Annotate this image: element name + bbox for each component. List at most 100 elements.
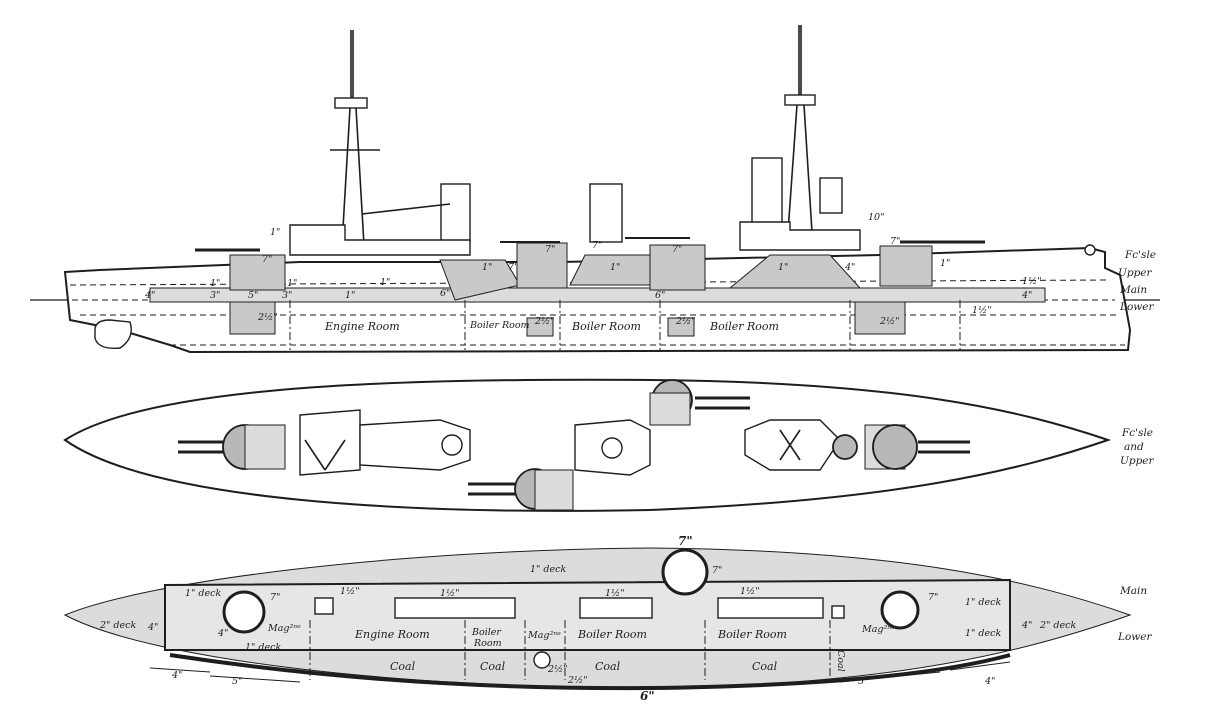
profile-armor-label: 7" <box>545 244 555 255</box>
profile-armor-label: 4" <box>144 290 155 301</box>
plan-armor-label: 2½" <box>547 664 568 675</box>
profile-armor-label: 10" <box>868 212 884 223</box>
p-turret-barbette <box>516 242 568 289</box>
profile-armor-label: 2½" <box>534 316 555 327</box>
profile-armor-label: 7" <box>508 262 518 273</box>
plan-magazine-label: Mag²ⁿᵉ <box>861 624 895 635</box>
profile-armor-label: 3" <box>282 290 292 301</box>
forward-magazine-armor <box>229 301 276 335</box>
profile-armor-label: 1" <box>270 227 280 238</box>
profile-armor-label: 4" <box>1021 290 1032 301</box>
plan-armor-label: 2½" <box>567 675 588 686</box>
profile-armor-label: 2½" <box>257 312 278 323</box>
plan-armor-label: 1½" <box>740 586 760 597</box>
plan-deck-label: 1" deck <box>965 628 1001 639</box>
main-mast <box>784 25 816 233</box>
plan-deck-label: 1" deck <box>185 588 221 599</box>
plan-armor-label: 7" <box>712 565 722 576</box>
plan-upper-label-line1: Fc'sle <box>1121 427 1153 439</box>
plan-coal-label: Coal <box>752 660 778 673</box>
profile-armor-label: 1" <box>210 278 220 289</box>
plan-boiler-1-label-a: Boiler <box>471 627 502 638</box>
fore-mast <box>330 30 380 246</box>
plan-magazine-label: Mag²ⁿᵉ <box>527 630 561 641</box>
profile-boiler-room-3-label: Boiler Room <box>709 320 779 333</box>
profile-view: Engine Room Boiler Room Boiler Room Boil… <box>30 25 1160 354</box>
plan-armor-label: 4" <box>984 676 995 687</box>
plan-deck-label: 2" deck <box>1039 620 1076 631</box>
plan-armor-label: 5" <box>232 676 242 687</box>
aft-turret-barbette <box>879 245 933 287</box>
aft-barbette-plan <box>880 590 920 630</box>
profile-armor-label: 7" <box>262 254 272 265</box>
fore-funnel <box>440 183 471 243</box>
bow-hawse <box>1084 244 1096 256</box>
plan-upper-label-line2: and <box>1124 441 1144 453</box>
profile-boiler-room-2-label: Boiler Room <box>571 320 641 333</box>
profile-armor-label: 4" <box>844 262 855 273</box>
q-magazine-armor <box>667 317 695 337</box>
plan-armor-label: 4" <box>217 628 228 639</box>
plan-deck-label: 1" deck <box>530 564 566 575</box>
profile-armor-label: 7" <box>672 244 682 255</box>
profile-armor-label: 1" <box>778 262 788 273</box>
profile-armor-label: 7" <box>592 240 602 251</box>
aft-bridge <box>819 177 843 214</box>
profile-deck-upper-label: Upper <box>1118 267 1153 279</box>
plan-armor-label: 1½" <box>340 586 360 597</box>
plan-armor-label: 1½" <box>605 588 625 599</box>
aft-turret <box>872 424 918 470</box>
plan-coal-label: Coal <box>390 660 416 673</box>
profile-armor-label: 1½" <box>972 305 992 316</box>
plan-deck-label: 2" deck <box>99 620 136 631</box>
profile-armor-label: 2½" <box>879 316 900 327</box>
fore-superstructure <box>289 224 471 256</box>
profile-armor-label: 1" <box>482 262 492 273</box>
profile-armor-label: 6" <box>440 288 450 299</box>
upper-deck-plan: Fc'sle and Upper <box>63 378 1155 512</box>
plan-upper-label-line3: Upper <box>1120 455 1155 467</box>
plan-armor-label: 7" <box>928 592 938 603</box>
aft-funnel <box>751 157 783 231</box>
q-turret-barbette <box>649 244 706 291</box>
plan-coal-label: Coal <box>595 660 621 673</box>
plan-armor-label: 7" <box>270 592 280 603</box>
q-barbette-plan <box>661 548 709 596</box>
profile-armor-label: 1½" <box>1022 276 1042 287</box>
plan-boiler-3-label: Boiler Room <box>717 628 787 641</box>
aft-funnel-armor <box>728 254 862 289</box>
profile-armor-label: 1" <box>287 278 297 289</box>
aft-superstructure <box>739 221 861 251</box>
profile-armor-label: 6" <box>655 290 665 301</box>
aft-bridge-plan <box>744 419 841 471</box>
plan-deck-label: 1" deck <box>965 597 1001 608</box>
profile-armor-label: 1" <box>940 258 950 269</box>
fore-bridge-plan <box>299 409 361 476</box>
plan-armor-label: 5" <box>858 676 868 687</box>
boiler-room-3-hatch <box>717 597 824 619</box>
profile-boiler-room-1-label: Boiler Room <box>469 320 530 331</box>
plan-lower-main-label: Main <box>1119 585 1147 597</box>
profile-armor-label: 7" <box>890 236 900 247</box>
profile-armor-label: 2½" <box>675 316 696 327</box>
plan-magazine-label: Mag²ⁿᵉ <box>267 623 301 634</box>
derrick <box>361 203 451 215</box>
plan-boiler-2-label: Boiler Room <box>577 628 647 641</box>
plan-armor-label: 6" <box>640 689 655 703</box>
plan-armor-label: 7" <box>678 534 693 548</box>
fore-funnel-casing-plan <box>359 419 471 471</box>
stern-propeller <box>94 319 132 349</box>
forward-turret-barbette <box>229 254 286 291</box>
plan-armor-label: 4" <box>1021 620 1032 631</box>
plan-deck-label: 1" deck <box>245 642 281 653</box>
aft-magazine-armor <box>854 301 906 335</box>
plan-coal-label: Coal <box>480 660 506 673</box>
profile-armor-label: 5" <box>248 290 258 301</box>
lower-deck-plan: Engine Room Boiler Room Boiler Room Boil… <box>63 534 1152 703</box>
plan-boiler-1-label-b: Room <box>473 638 502 649</box>
plan-armor-label: 4" <box>171 670 182 681</box>
belt-6in <box>169 653 1011 691</box>
p-magazine-armor <box>526 317 554 337</box>
